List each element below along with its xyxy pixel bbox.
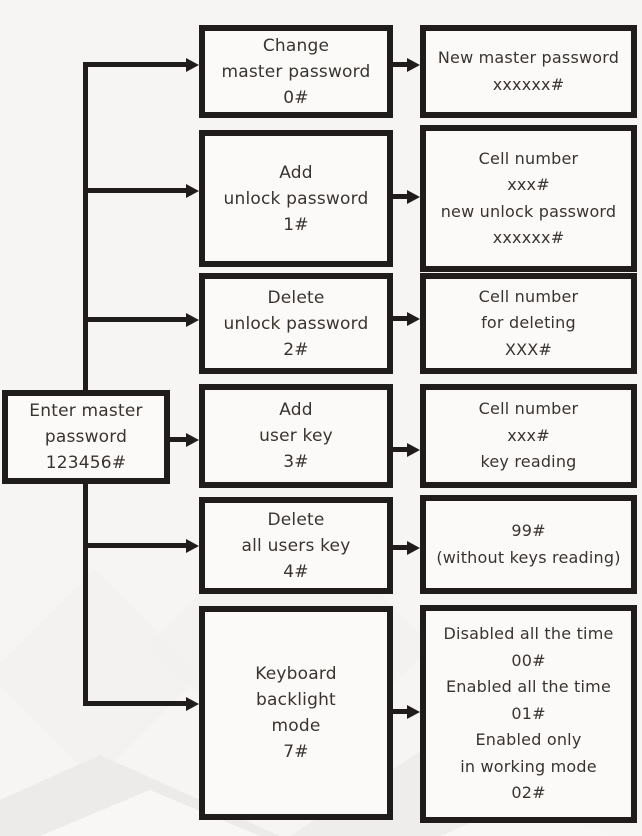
enter-master-password-label: Enter master password 123456# — [29, 401, 143, 473]
arrowhead-result-row3 — [407, 312, 420, 326]
result-add-user-key-box: Cell number xxx# key reading — [420, 384, 637, 488]
connector-menu-result-row1 — [393, 62, 407, 67]
result-add-unlock-password-box: Cell number xxx# new unlock password xxx… — [420, 125, 637, 272]
menu-add-unlock-password-box: Add unlock password 1# — [199, 130, 393, 267]
result-delete-all-users-key-label: 99# (without keys reading) — [436, 521, 621, 567]
background-watermark — [0, 568, 202, 782]
result-new-master-password-label: New master password xxxxxx# — [437, 48, 620, 94]
result-keyboard-backlight-label: Disabled all the time 00# Enabled all th… — [443, 624, 614, 803]
menu-delete-unlock-password-box: Delete unlock password 2# — [199, 273, 393, 374]
connector-menu-result-row6 — [393, 709, 407, 714]
connector-branch-row1 — [83, 62, 186, 67]
connector-menu-result-row2 — [393, 194, 407, 199]
connector-menu-result-row5 — [393, 545, 407, 550]
menu-delete-unlock-password-label: Delete unlock password 2# — [223, 287, 369, 360]
menu-change-master-password-label: Change master password 0# — [221, 35, 371, 108]
result-keyboard-backlight-box: Disabled all the time 00# Enabled all th… — [420, 605, 637, 823]
menu-delete-all-users-key-box: Delete all users key 4# — [199, 497, 393, 594]
enter-master-password-box: Enter master password 123456# — [2, 390, 170, 484]
connector-menu-result-row3 — [393, 316, 407, 321]
connector-trunk-upper — [83, 62, 88, 390]
menu-add-user-key-label: Add user key 3# — [259, 400, 333, 472]
arrowhead-branch-row5 — [186, 539, 199, 553]
menu-delete-all-users-key-label: Delete all users key 4# — [241, 509, 351, 582]
menu-add-user-key-box: Add user key 3# — [199, 384, 393, 488]
arrowhead-result-row2 — [407, 190, 420, 204]
result-add-user-key-label: Cell number xxx# key reading — [478, 399, 579, 472]
arrowhead-branch-row1 — [186, 58, 199, 72]
connector-branch-row5 — [83, 543, 186, 548]
result-new-master-password-box: New master password xxxxxx# — [420, 25, 637, 118]
arrowhead-result-row5 — [407, 541, 420, 555]
menu-keyboard-backlight-box: Keyboard backlight mode 7# — [199, 606, 393, 820]
arrowhead-result-row4 — [407, 443, 420, 457]
connector-branch-row3 — [83, 317, 186, 322]
arrowhead-branch-row2 — [186, 184, 199, 198]
arrowhead-branch-row3 — [186, 313, 199, 327]
arrowhead-result-row1 — [407, 58, 420, 72]
result-add-unlock-password-label: Cell number xxx# new unlock password xxx… — [440, 148, 617, 248]
connector-branch-row2 — [83, 188, 186, 193]
connector-root-to-row4 — [170, 437, 186, 442]
menu-add-unlock-password-label: Add unlock password 1# — [223, 162, 369, 235]
connector-trunk-lower — [83, 484, 88, 706]
connector-menu-result-row4 — [393, 447, 407, 452]
result-delete-all-users-key-box: 99# (without keys reading) — [420, 495, 637, 594]
result-delete-unlock-password-box: Cell number for deleting XXX# — [420, 273, 637, 374]
arrowhead-branch-row4 — [186, 433, 199, 447]
connector-branch-row6 — [83, 701, 186, 706]
menu-keyboard-backlight-label: Keyboard backlight mode 7# — [255, 664, 337, 762]
result-delete-unlock-password-label: Cell number for deleting XXX# — [478, 286, 579, 359]
arrowhead-branch-row6 — [186, 697, 199, 711]
menu-change-master-password-box: Change master password 0# — [199, 25, 393, 118]
arrowhead-result-row6 — [407, 705, 420, 719]
